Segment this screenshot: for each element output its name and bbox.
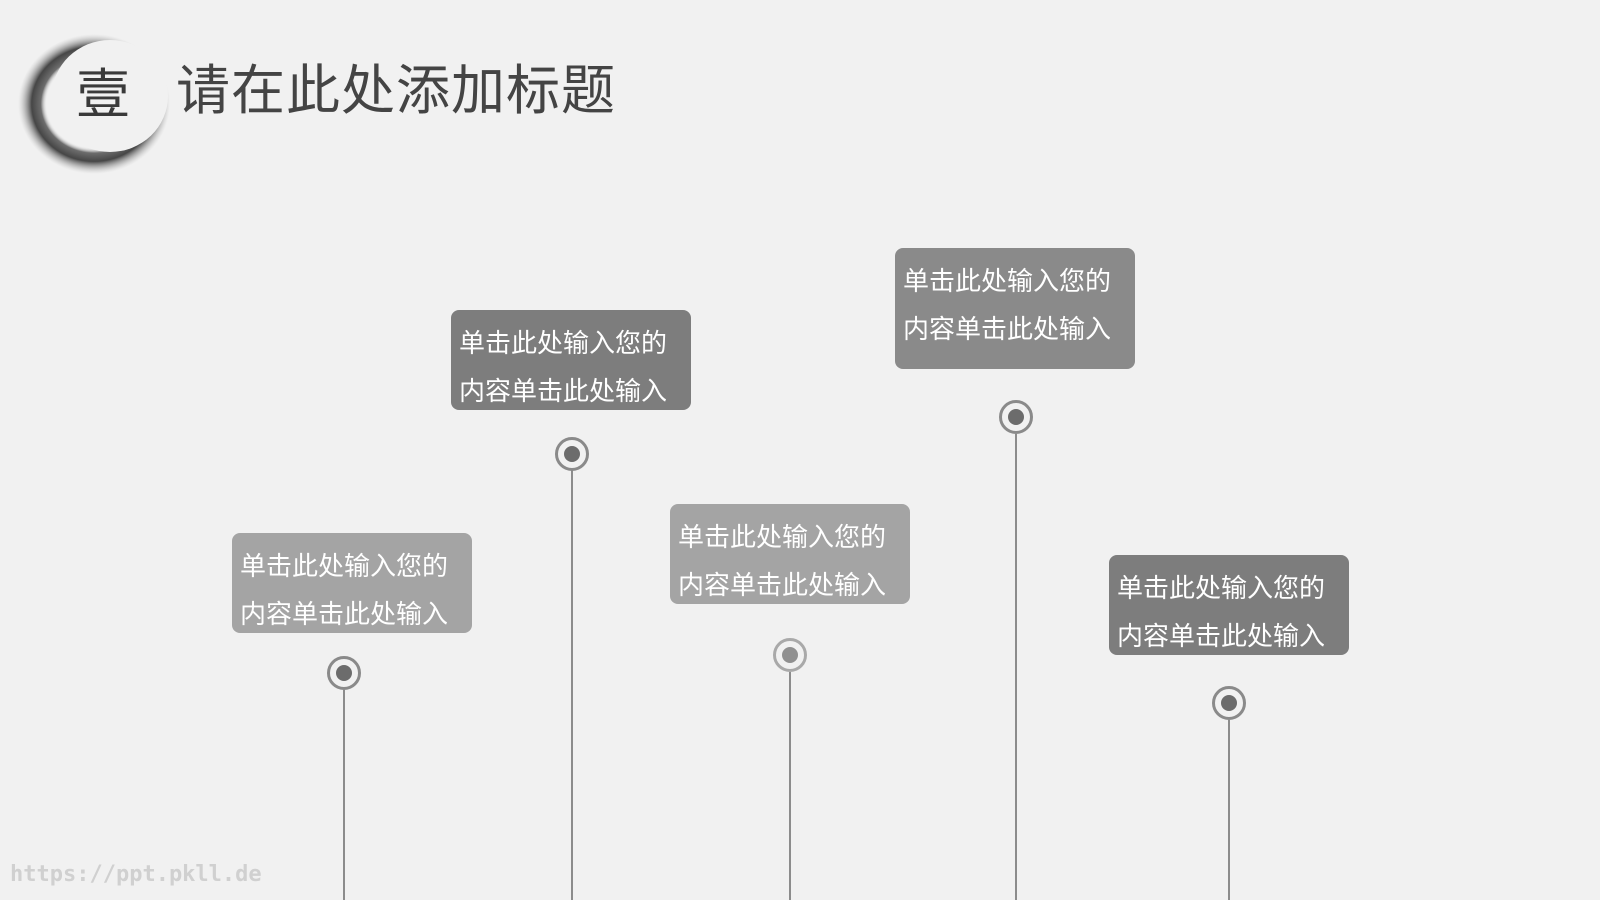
- callout-box[interactable]: 单击此处输入您的 内容单击此处输入: [895, 248, 1135, 369]
- timeline-stem: [571, 464, 573, 900]
- ink-circle-icon: [18, 34, 170, 174]
- callout-text-line: 内容单击此处输入: [240, 600, 449, 630]
- callout-text-line: 内容单击此处输入: [1117, 622, 1326, 652]
- timeline-stem: [789, 672, 791, 900]
- page-title[interactable]: 请在此处添加标题: [176, 59, 616, 122]
- timeline-stem: [1228, 720, 1230, 900]
- callout-text-line: 单击此处输入您的: [240, 552, 449, 582]
- timeline-node: [999, 400, 1033, 434]
- callout-box[interactable]: 单击此处输入您的 内容单击此处输入: [670, 504, 910, 604]
- timeline-node: [773, 638, 807, 672]
- timeline-node: [1212, 686, 1246, 720]
- callout-text-line: 单击此处输入您的: [678, 523, 887, 553]
- callout-text-line: 单击此处输入您的: [1117, 574, 1326, 604]
- timeline-node: [555, 437, 589, 471]
- callout-box[interactable]: 单击此处输入您的 内容单击此处输入: [232, 533, 472, 633]
- timeline-stem: [1015, 434, 1017, 900]
- callout-text-line: 内容单击此处输入: [459, 377, 668, 407]
- watermark-url: https://ppt.pkll.de: [10, 862, 262, 887]
- timeline-stem: [343, 690, 345, 900]
- ink-circle-badge: 壹: [14, 32, 170, 174]
- callout-text-line: 内容单击此处输入: [903, 315, 1112, 345]
- callout-text-line: 单击此处输入您的: [459, 329, 668, 359]
- callout-text-line: 内容单击此处输入: [678, 571, 887, 601]
- callout-text-line: 单击此处输入您的: [903, 267, 1112, 297]
- callout-box[interactable]: 单击此处输入您的 内容单击此处输入: [451, 310, 691, 410]
- callout-box[interactable]: 单击此处输入您的 内容单击此处输入: [1109, 555, 1349, 655]
- badge-character: 壹: [76, 63, 130, 126]
- timeline-node: [327, 656, 361, 690]
